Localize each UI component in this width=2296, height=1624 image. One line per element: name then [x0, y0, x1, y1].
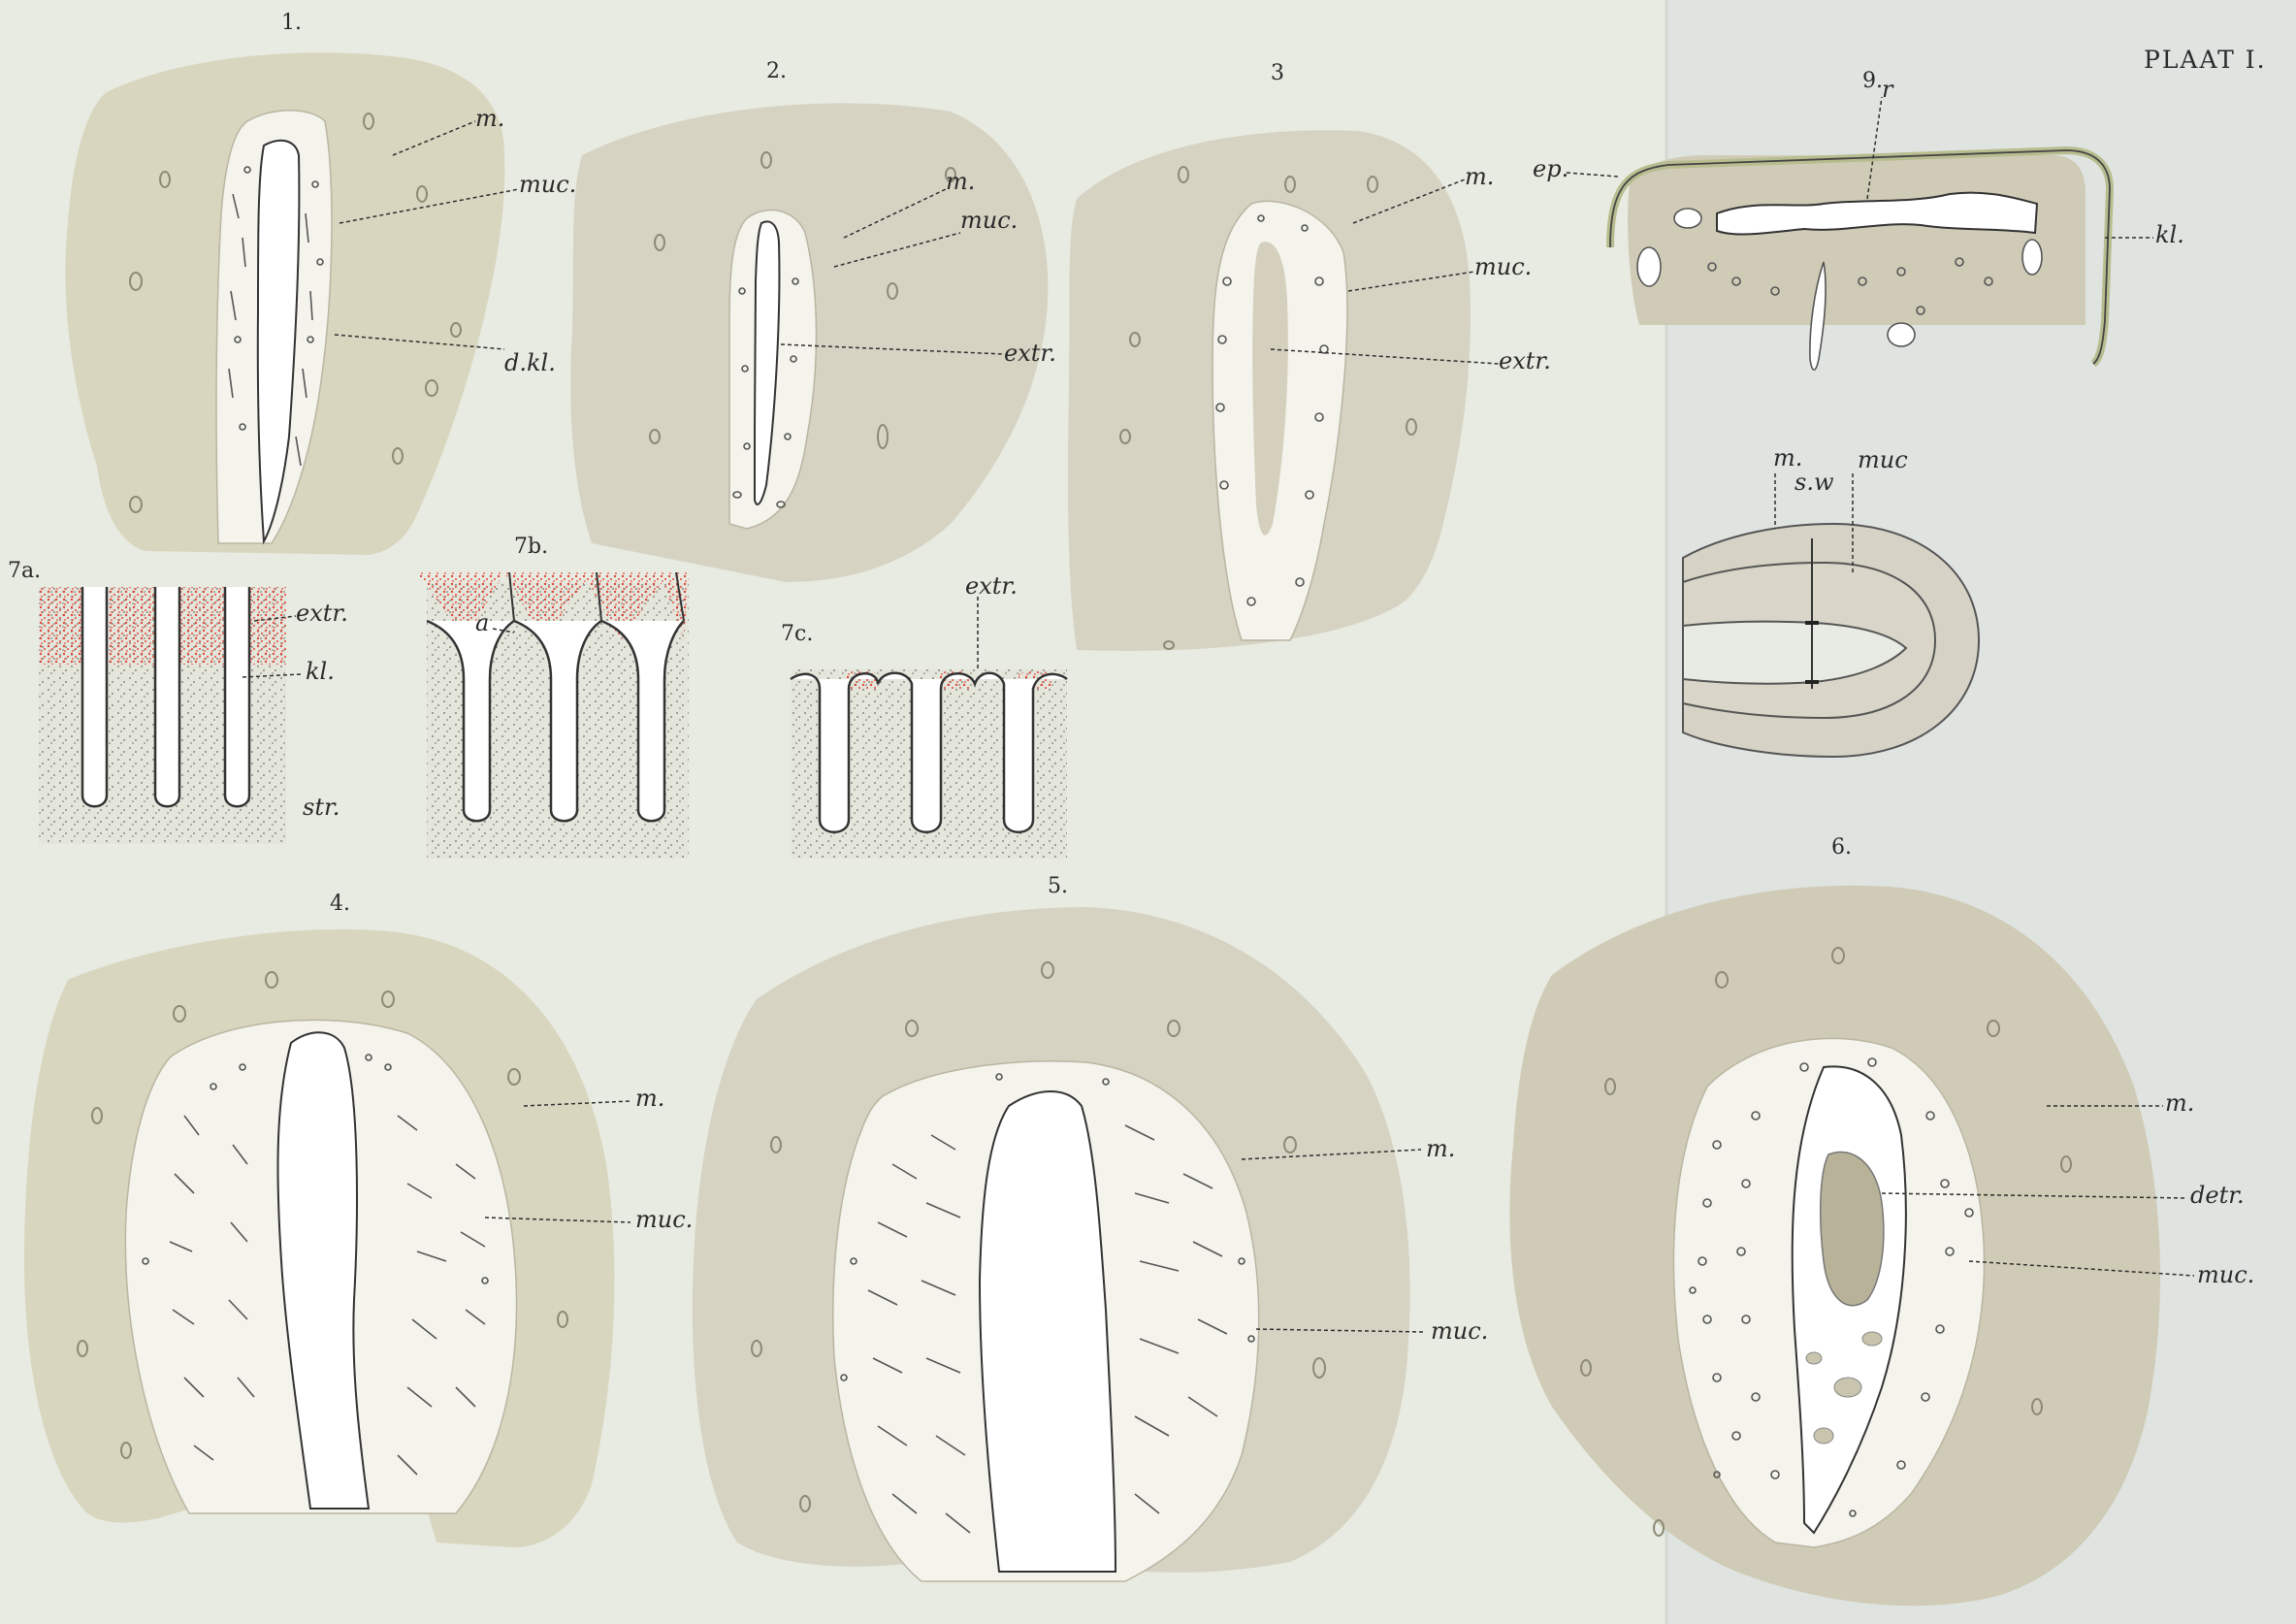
figure-1-label-m: m. [475, 105, 504, 132]
figure-1-label-muc: muc. [519, 171, 576, 198]
figure-4-number: 4. [330, 892, 350, 916]
figure-6-detritus [1821, 1152, 1884, 1305]
figure-7b: 7b. a [417, 535, 689, 859]
figure-7a-gland-2 [155, 587, 179, 806]
figure-9-label-kl: kl. [2155, 221, 2184, 248]
figure-1-label-dkl: d.kl. [504, 349, 556, 376]
figure-5-number: 5. [1048, 874, 1068, 898]
figure-9-tissue [1628, 155, 2086, 325]
figure-8-sw-mark-lower [1805, 680, 1819, 684]
figure-6-label-muc: muc. [2197, 1261, 2254, 1288]
figure-8-label-m: m. [1773, 444, 1802, 471]
figure-2-label-m: m. [946, 168, 975, 195]
figure-3-label-extr: extr. [1499, 347, 1551, 374]
figure-8-label-muc: muc [1858, 446, 1908, 473]
figure-3-number: 3 [1271, 61, 1284, 85]
figure-6-label-detr: detr. [2190, 1182, 2245, 1209]
figure-7a-label-extr: extr. [296, 600, 348, 627]
figure-7c-label-extr: extr. [965, 572, 1018, 600]
figure-7a-label-kl: kl. [306, 658, 335, 685]
figure-4-label-muc: muc. [635, 1206, 693, 1233]
figure-9-number: 9. [1862, 69, 1883, 93]
figure-3-label-muc: muc. [1474, 253, 1532, 280]
figure-6-label-m: m. [2165, 1089, 2194, 1117]
figure-7c-glands [791, 673, 1067, 832]
figure-7b-label-a: a [475, 609, 489, 636]
figure-6-number: 6. [1831, 835, 1852, 860]
plate-title: PLAAT I. [2144, 46, 2267, 74]
figure-5-label-muc: muc. [1431, 1317, 1488, 1345]
figure-7c-number: 7c. [781, 622, 813, 646]
figure-8-sw-mark-upper [1805, 621, 1819, 625]
figure-2-number: 2. [766, 59, 787, 83]
figure-4-label-m: m. [635, 1085, 664, 1112]
figure-7a-gland-3 [225, 587, 249, 806]
figure-7a-number: 7a. [8, 559, 41, 583]
figure-7b-number: 7b. [514, 535, 548, 559]
figure-9-label-r: r [1882, 76, 1894, 103]
figure-2-label-muc: muc. [960, 207, 1018, 234]
figure-2-label-extr: extr. [1004, 340, 1056, 367]
figure-9-label-ep: ep. [1533, 155, 1568, 182]
figure-5-label-m: m. [1426, 1135, 1455, 1162]
figure-3-label-m: m. [1465, 163, 1494, 190]
figure-8-label-sw: s.w [1795, 469, 1834, 496]
figure-7a-label-str: str. [303, 794, 340, 821]
figure-1-number: 1. [281, 11, 302, 35]
figure-7a-gland-1 [82, 587, 107, 806]
